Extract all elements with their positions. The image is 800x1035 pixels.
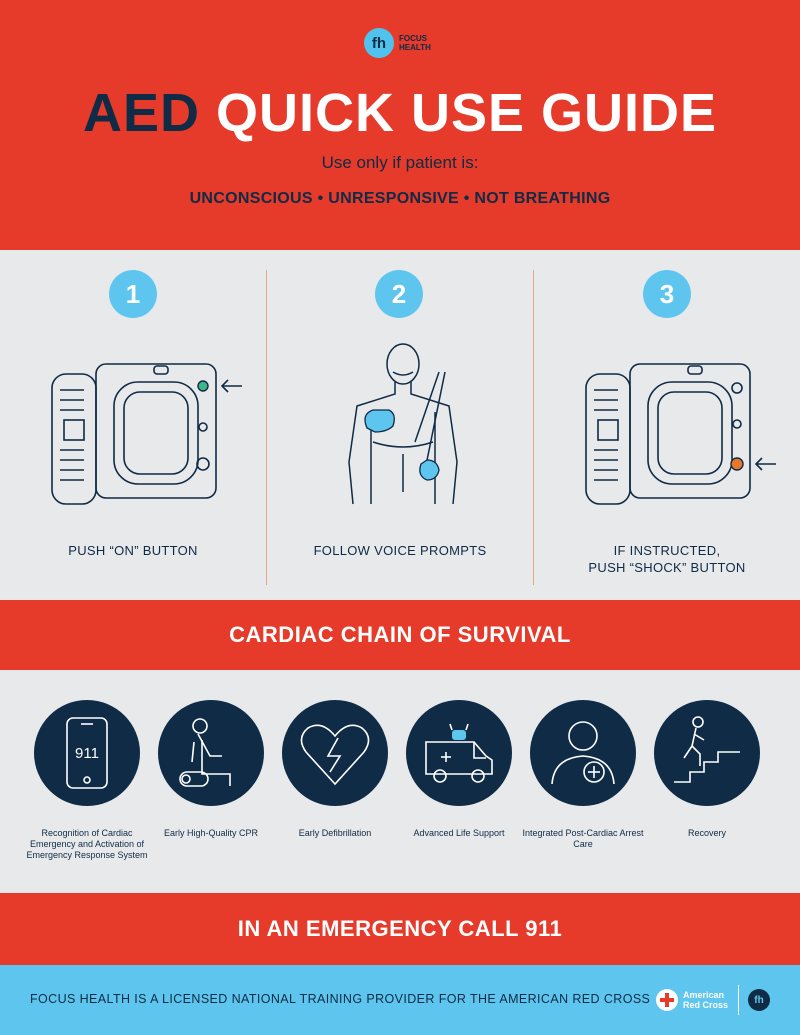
phone-911-icon: 911 [34, 700, 140, 806]
title-part-1: AED [82, 83, 200, 143]
steps-section: 1 [0, 250, 800, 600]
partner-logos: American Red Cross fh [656, 983, 796, 1017]
step-number: 1 [109, 270, 157, 318]
chain-item-label: Early Defibrillation [298, 828, 372, 838]
logo-line-1: FOCUS [399, 34, 427, 43]
chain-of-survival: 911 Recognition of Cardiac Emergency and… [0, 670, 800, 893]
chain-item-advanced-life-support: Advanced Life Support [394, 700, 524, 890]
cpr-icon [158, 700, 264, 806]
title-part-2: QUICK USE GUIDE [215, 83, 718, 143]
footer-text: FOCUS HEALTH IS A LICENSED NATIONAL TRAI… [30, 992, 651, 1006]
phone-911-text: 911 [75, 745, 99, 762]
chain-item-post-cardiac-care: Integrated Post-Cardiac Arrest Care [518, 700, 648, 890]
patient-care-icon [530, 700, 636, 806]
step-label: PUSH “ON” BUTTON [0, 542, 266, 559]
emergency-call-banner: IN AN EMERGENCY CALL 911 [0, 893, 800, 965]
chain-of-survival-title: CARDIAC CHAIN OF SURVIVAL [0, 600, 800, 670]
logo-line-2: HEALTH [399, 43, 431, 52]
chain-item-defibrillation: Early Defibrillation [270, 700, 400, 890]
step-divider [533, 270, 534, 585]
step-label: FOLLOW VOICE PROMPTS [267, 542, 533, 559]
step-label-line-1: IF INSTRUCTED, [613, 543, 721, 558]
step-label: IF INSTRUCTED, PUSH “SHOCK” BUTTON [534, 542, 800, 576]
step-number: 2 [375, 270, 423, 318]
subtitle: Use only if patient is: [321, 153, 479, 172]
chain-item-label: Recognition of Cardiac Emergency and Act… [26, 828, 148, 860]
chain-item-label: Early High-Quality CPR [163, 828, 259, 838]
step-number: 3 [643, 270, 691, 318]
ambulance-icon [406, 700, 512, 806]
footer-fh-logo: fh [748, 989, 770, 1011]
stairs-climb-icon [654, 700, 760, 806]
focus-health-logo: fh FOCUS HEALTH [364, 28, 431, 58]
page-title: AED QUICK USE GUIDE [0, 82, 800, 144]
red-cross-icon [656, 989, 678, 1011]
red-cross-wordmark: American Red Cross [683, 990, 728, 1010]
footer: FOCUS HEALTH IS A LICENSED NATIONAL TRAI… [0, 965, 800, 1035]
chain-item-label: Advanced Life Support [413, 828, 505, 838]
patient-criteria: UNCONSCIOUS • UNRESPONSIVE • NOT BREATHI… [189, 190, 611, 207]
aed-on-button-icon [50, 360, 250, 515]
header: fh FOCUS HEALTH AED QUICK USE GUIDE Use … [0, 0, 800, 250]
step-label-line-2: PUSH “SHOCK” BUTTON [588, 560, 746, 575]
pad-placement-icon [343, 342, 463, 515]
step-2: 2 [267, 250, 533, 600]
step-label-line-1: FOLLOW VOICE PROMPTS [313, 543, 487, 558]
step-1: 1 [0, 250, 266, 600]
chain-item-label: Integrated Post-Cardiac Arrest Care [522, 828, 644, 849]
logo-wordmark: FOCUS HEALTH [399, 34, 431, 52]
step-divider [266, 270, 267, 585]
red-cross-line-1: American [683, 990, 725, 1000]
chain-item-cpr: Early High-Quality CPR [146, 700, 276, 890]
step-label-line-1: PUSH “ON” BUTTON [68, 543, 198, 558]
chain-item-recognition: 911 Recognition of Cardiac Emergency and… [22, 700, 152, 890]
heart-defibrillation-icon [282, 700, 388, 806]
chain-item-label: Recovery [687, 828, 726, 838]
logo-separator [738, 985, 739, 1015]
chain-item-recovery: Recovery [642, 700, 772, 890]
aed-shock-button-icon [584, 360, 784, 515]
logo-mark: fh [364, 28, 394, 58]
step-3: 3 [534, 250, 800, 600]
red-cross-line-2: Red Cross [683, 1000, 729, 1010]
